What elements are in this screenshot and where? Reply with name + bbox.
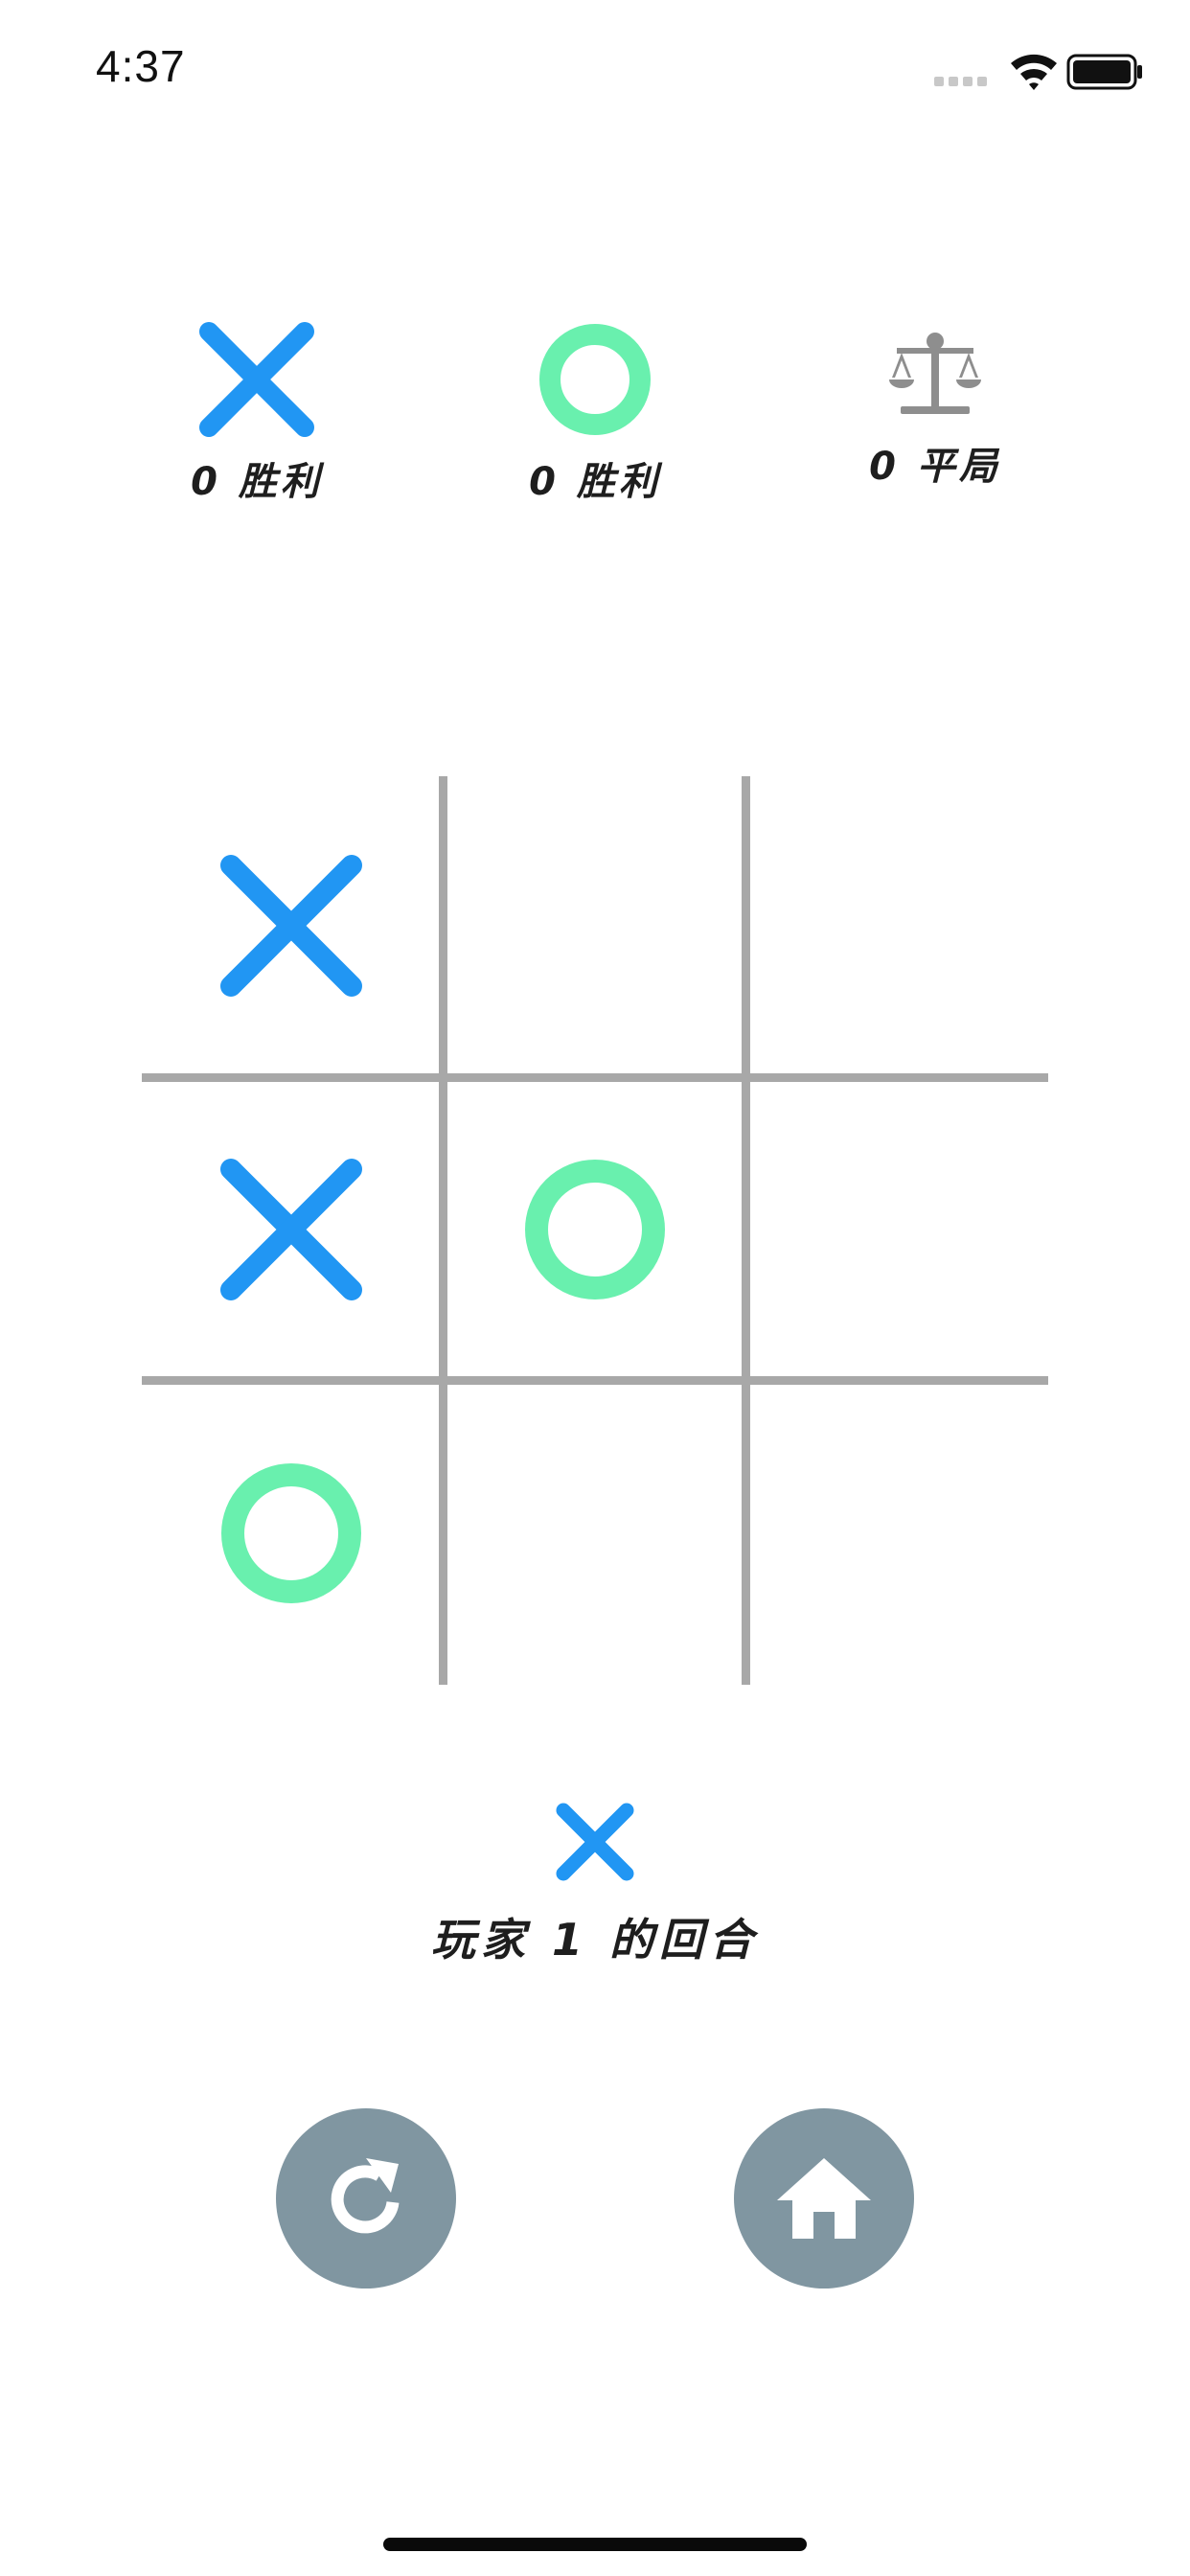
o-mark-icon [525,1160,665,1300]
x-mark-icon [556,1803,634,1881]
score-x-label: 0 胜利 [191,460,323,504]
score-player-o: 0 胜利 [451,322,739,506]
cellular-dots-icon [934,77,987,86]
home-icon [777,2158,871,2239]
board-cell-9[interactable] [749,1384,1048,1683]
grid-line-horizontal-2 [142,1376,1048,1385]
score-o-label: 0 胜利 [529,460,661,504]
turn-label: 玩家 1 的回合 [430,1914,760,1966]
status-time: 4:37 [96,41,186,91]
battery-icon [1066,54,1142,90]
game-board [142,776,1048,1685]
restart-button[interactable] [276,2108,456,2288]
board-cell-7[interactable] [142,1384,441,1683]
score-draws-label: 0 平局 [869,445,1001,489]
x-mark-icon [220,1159,362,1300]
score-player-x: 0 胜利 [113,322,400,506]
o-mark-icon [539,324,651,435]
board-cell-2[interactable] [446,776,744,1075]
grid-line-vertical-1 [439,776,447,1685]
board-cell-4[interactable] [142,1080,441,1379]
home-indicator-bar [383,2538,807,2551]
grid-line-vertical-2 [742,776,750,1685]
board-cell-3[interactable] [749,776,1048,1075]
board-cell-6[interactable] [749,1080,1048,1379]
board-cell-5[interactable] [446,1080,744,1379]
wifi-icon [1011,54,1057,90]
x-mark-icon [220,855,362,997]
status-icons [934,46,1145,100]
x-mark-icon [199,322,314,437]
o-mark-icon [221,1463,361,1603]
balance-scale-icon [889,333,981,414]
score-draws: 0 平局 [791,332,1079,491]
restart-icon [331,2158,400,2234]
home-button[interactable] [734,2108,914,2288]
turn-indicator [555,1802,635,1886]
grid-line-horizontal-1 [142,1073,1048,1082]
board-cell-8[interactable] [446,1384,744,1683]
board-cell-1[interactable] [142,776,441,1075]
